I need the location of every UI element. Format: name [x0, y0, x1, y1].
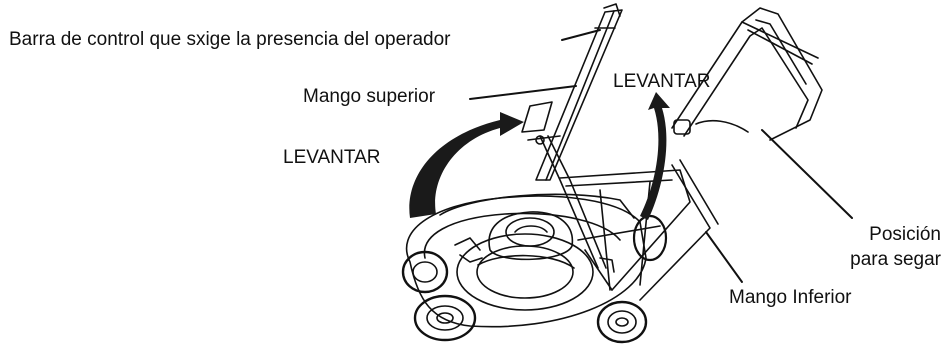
label-control-bar: Barra de control que sxige la presencia …	[9, 29, 451, 50]
deck-details	[454, 237, 615, 273]
leader-control-bar	[561, 29, 601, 41]
leader-upper-handle	[469, 85, 577, 100]
label-lift-right: LEVANTAR	[613, 71, 711, 92]
label-upper-handle: Mango superior	[303, 86, 436, 107]
label-mowing-position-line1: Posición	[869, 224, 941, 245]
rear-left-wheel	[401, 250, 449, 294]
label-lift-left: LEVANTAR	[283, 147, 381, 168]
label-lower-handle: Mango Inferior	[729, 287, 852, 308]
lift-arrow-right	[640, 92, 670, 220]
leader-mowing-position	[761, 129, 853, 219]
rear-right-wheel	[632, 214, 668, 262]
lower-handle-frame	[559, 159, 719, 301]
mower-deck	[405, 193, 647, 328]
lift-arrows	[409, 92, 670, 220]
leader-lines	[469, 29, 853, 283]
leader-lower-handle	[705, 231, 743, 283]
upper-handle-raised	[521, 3, 623, 269]
lift-arrow-left	[409, 112, 524, 218]
upper-handle-mowing-position	[671, 7, 823, 141]
label-mowing-position-line2: para segar	[850, 249, 941, 270]
front-left-wheel	[413, 294, 477, 342]
front-right-wheel	[596, 300, 648, 344]
